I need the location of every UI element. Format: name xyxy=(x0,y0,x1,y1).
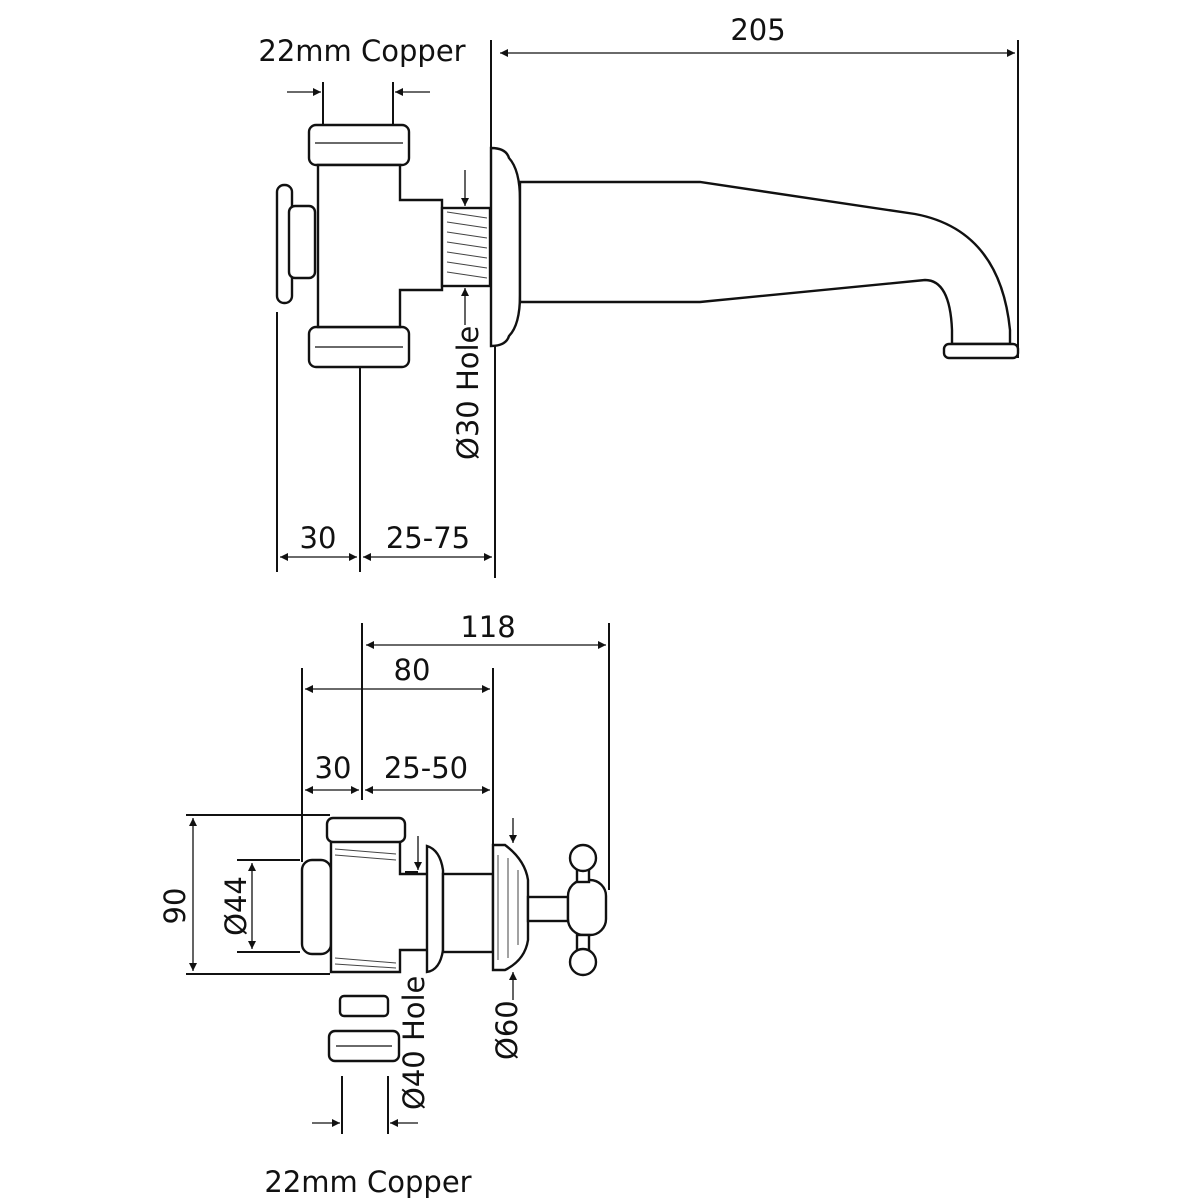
bottom-cross-ball-bottom xyxy=(568,947,598,977)
bottom-hole-label: Ø40 Hole xyxy=(397,976,431,1110)
top-upper-nut xyxy=(307,123,411,167)
top-wall-flange xyxy=(489,146,522,348)
bottom-cross-hub xyxy=(566,878,608,937)
bottom-pipe-label: 22mm Copper xyxy=(264,1165,471,1199)
bottom-olive xyxy=(338,994,390,1018)
top-handle-stem xyxy=(287,204,317,280)
top-spout-outlet xyxy=(942,342,1020,360)
bottom-large-flange xyxy=(491,843,530,972)
bottom-offset-b: 25-50 xyxy=(384,751,468,785)
bottom-height: 90 xyxy=(158,888,192,925)
bottom-body-dia: Ø44 xyxy=(219,876,253,936)
bottom-offset-a: 30 xyxy=(315,751,352,785)
bottom-flange-dia: Ø60 xyxy=(490,1000,524,1060)
bottom-small-flange xyxy=(425,844,445,974)
top-view: 22mm Copper 205 Ø30 Hole xyxy=(258,13,1020,578)
top-overall-length: 205 xyxy=(730,13,785,47)
top-offset-a: 30 xyxy=(300,521,337,555)
bottom-view: 118 80 30 25-50 90 Ø44 xyxy=(158,610,610,1199)
top-valve-body xyxy=(316,163,444,329)
bottom-upper-nut xyxy=(325,816,407,844)
bottom-handle-knob xyxy=(300,858,333,956)
bottom-cross-ball-top xyxy=(568,843,598,873)
top-hole-label: Ø30 Hole xyxy=(451,326,485,460)
bottom-spindle xyxy=(526,895,570,923)
top-offset-b: 25-75 xyxy=(386,521,470,555)
bottom-valve-body xyxy=(329,836,434,974)
top-pipe-label: 22mm Copper xyxy=(258,34,465,68)
bottom-shaft xyxy=(441,872,495,954)
bottom-length-b: 80 xyxy=(394,653,431,687)
bottom-length-a: 118 xyxy=(460,610,515,644)
top-spout xyxy=(518,180,1012,346)
